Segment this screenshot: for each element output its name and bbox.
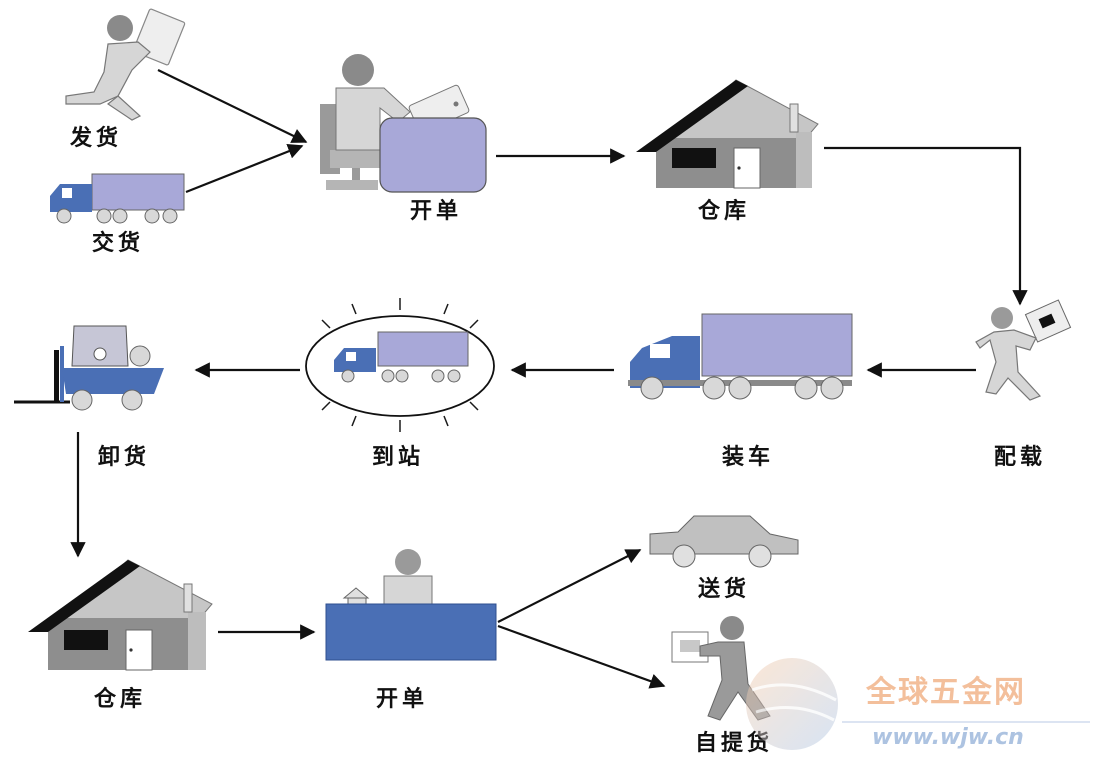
large-truck-icon <box>628 313 853 400</box>
label-cangku-top: 仓库 <box>697 198 750 224</box>
arrow-kaidan-to-zitihuo <box>497 624 666 689</box>
label-zitihuo: 自提货 <box>695 730 773 756</box>
label-daozhan: 到站 <box>372 445 424 470</box>
watermark-url: www.wjw.cn <box>872 725 1024 750</box>
watermark-globe-icon <box>746 658 838 750</box>
watermark: 全球五金网 www.wjw.cn <box>746 658 1090 750</box>
small-truck-icon <box>50 173 185 224</box>
label-zhuangche: 装车 <box>722 444 774 470</box>
counter-clerk-icon <box>325 549 497 661</box>
label-jiaohuo: 交货 <box>92 230 144 256</box>
warehouse-icon <box>636 79 819 189</box>
label-cangku-bottom: 仓库 <box>93 686 146 712</box>
clerk-computer-icon <box>320 54 487 193</box>
arrow-jiaohuo-to-kaidan <box>185 143 304 194</box>
label-peizai: 配载 <box>994 444 1046 470</box>
label-kaidan-top: 开单 <box>410 199 462 224</box>
label-songhuo: 送货 <box>698 576 750 602</box>
arrow-cangku-to-peizai <box>824 146 1028 306</box>
arrow-fahuo-to-kaidan <box>157 69 308 143</box>
arrival-station-icon <box>305 298 495 432</box>
warehouse-icon-bottom <box>28 559 213 671</box>
running-person-icon <box>65 8 186 121</box>
label-xiehuo: 卸货 <box>98 444 150 470</box>
label-kaidan-bottom: 开单 <box>376 687 428 712</box>
forklift-icon <box>14 325 164 411</box>
flow-arrows <box>70 69 1028 689</box>
watermark-brand: 全球五金网 <box>865 675 1026 710</box>
loading-person-icon <box>975 299 1072 401</box>
label-fahuo: 发货 <box>69 125 122 151</box>
delivery-car-icon <box>649 515 799 568</box>
arrow-kaidan-to-songhuo <box>497 549 642 623</box>
